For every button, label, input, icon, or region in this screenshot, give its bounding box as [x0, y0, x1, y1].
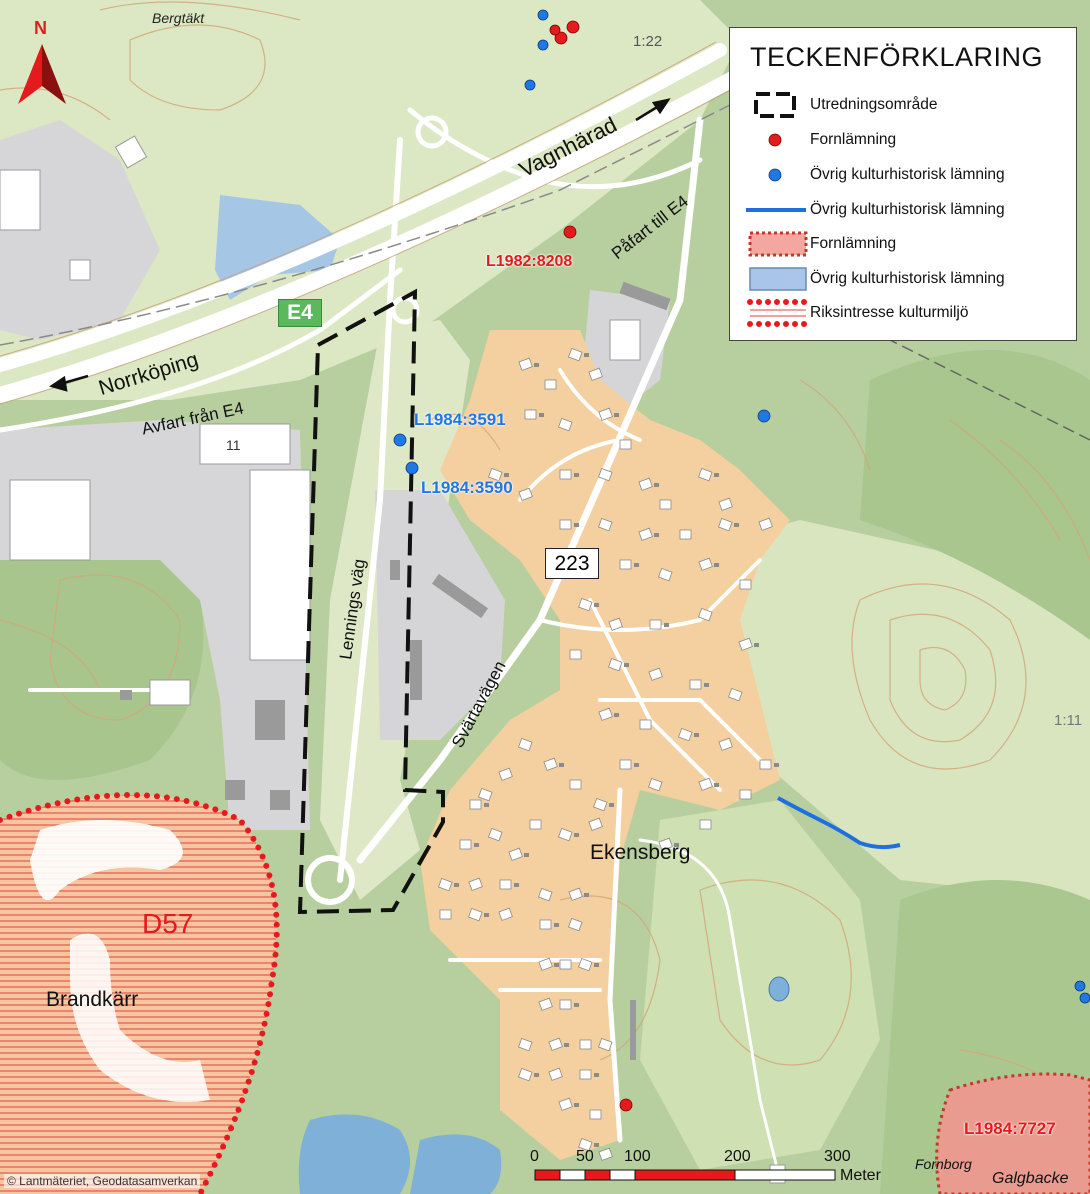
road-shield-223: 223 [545, 548, 599, 579]
fornlamning-polygon [935, 1072, 1090, 1194]
label-l1984-3590[interactable]: L1984:3590 [421, 478, 513, 497]
fornlamning-points [549, 20, 633, 1112]
scale-tick-300: 300 [824, 1148, 851, 1165]
legend-label: Övrig kulturhistorisk lämning [810, 270, 1005, 287]
label-brandkarr: Brandkärr [46, 988, 139, 1011]
label-ref-1-11: 1:11 [1054, 712, 1083, 729]
riksintresse-boundary [0, 792, 280, 1194]
kulturhistorisk-line [777, 796, 901, 850]
scale-tick-0: 0 [530, 1148, 539, 1165]
roundabout-north [415, 115, 449, 149]
scale-tick-100: 100 [624, 1148, 651, 1165]
label-d57: D57 [142, 908, 194, 939]
scale-tick-50: 50 [576, 1148, 594, 1165]
legend: TECKENFÖRKLARING Utredningsområde Fornlä… [729, 27, 1077, 341]
scale-tick-200: 200 [724, 1148, 751, 1165]
legend-label: Övrig kulturhistorisk lämning [810, 201, 1005, 218]
red-hatched-dots-icon [747, 299, 808, 327]
copyright: © Lantmäteriet, Geodatasamverkan [4, 1174, 201, 1188]
roads [0, 43, 782, 1182]
legend-title: TECKENFÖRKLARING [750, 42, 1044, 72]
residential-ekensberg [420, 330, 790, 1160]
legend-label: Fornlämning [810, 235, 897, 252]
open-field-east [650, 520, 1090, 900]
legend-item-kulturhistorisk-point: Övrig kulturhistorisk lämning [730, 158, 1076, 192]
legend-item-kulturhistorisk-line: Övrig kulturhistorisk lämning [730, 193, 1076, 227]
legend-item-fornlamning-point: Fornlämning [730, 123, 1076, 157]
legend-label: Utredningsområde [810, 96, 938, 113]
legend-label: Fornlämning [810, 131, 897, 148]
label-bergtakt: Bergtäkt [152, 10, 205, 26]
legend-label: Övrig kulturhistorisk lämning [810, 166, 1005, 183]
water-south [298, 1114, 410, 1194]
dashed-polygon-icon [754, 92, 796, 118]
blue-dot-icon [768, 168, 782, 182]
legend-item-utredningsomrade: Utredningsområde [730, 88, 1076, 122]
scale-unit: Meter [840, 1167, 881, 1184]
legend-item-fornlamning-polygon: Fornlämning [730, 227, 1076, 261]
label-ekensberg: Ekensberg [590, 841, 691, 864]
kulturhistorisk-points [393, 9, 1090, 1004]
pond [768, 976, 790, 1002]
houses [438, 348, 779, 1161]
north-label: N [34, 18, 47, 38]
red-dot-icon [768, 133, 782, 147]
legend-item-riksintresse: Riksintresse kulturmiljö [730, 296, 1076, 330]
blue-line-icon [746, 208, 806, 212]
road-shield-e4: E4 [278, 299, 322, 327]
north-arrow: N [14, 18, 70, 108]
railway [0, 99, 741, 346]
legend-label: Riksintresse kulturmiljö [810, 304, 969, 321]
forest-west [0, 506, 204, 780]
north-arrow-icon [18, 44, 66, 104]
water-south-2 [410, 1134, 502, 1194]
railway-east [869, 329, 1090, 441]
label-l1984-7727[interactable]: L1984:7727 [964, 1119, 1056, 1138]
label-l1982-8208[interactable]: L1982:8208 [486, 253, 573, 270]
label-l1984-3591[interactable]: L1984:3591 [414, 410, 506, 429]
red-dotted-polygon-icon [748, 231, 808, 257]
label-fornborg: Fornborg [915, 1156, 972, 1172]
scale-bar: 0 50 100 200 300 Meter [530, 1140, 910, 1194]
blue-polygon-icon [749, 267, 807, 291]
label-ref-1-22: 1:22 [633, 33, 663, 50]
forest-east [860, 350, 1090, 640]
direction-arrows [49, 98, 671, 392]
roundabout-south [305, 855, 355, 905]
study-area-boundary [297, 288, 445, 915]
legend-item-kulturhistorisk-polygon: Övrig kulturhistorisk lämning [730, 262, 1076, 296]
label-galgbacke: Galgbacke [992, 1170, 1069, 1187]
label-11: 11 [226, 437, 241, 453]
